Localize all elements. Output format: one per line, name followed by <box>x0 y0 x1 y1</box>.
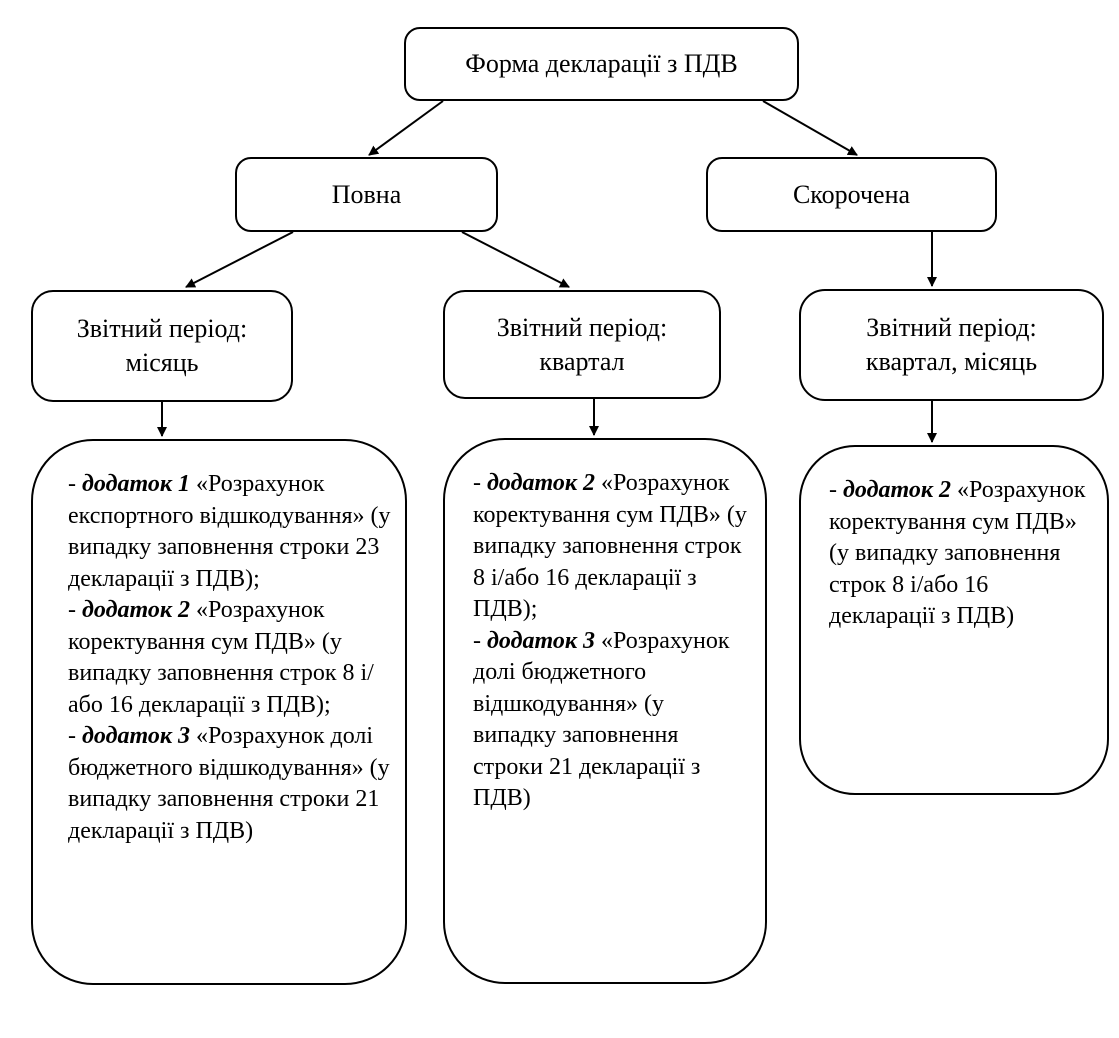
full-form-label: Повна <box>331 179 402 209</box>
period-month-line2: місяць <box>125 348 199 377</box>
appendix-title: додаток 2 <box>82 597 191 623</box>
period-quarter-month-line2: квартал, місяць <box>865 347 1038 376</box>
list-item: - додаток 2 «Розрахунок коректування сум… <box>829 477 1086 629</box>
list-item: - додаток 2 «Розрахунок коректування сум… <box>68 597 374 718</box>
list-item: - додаток 1 «Розрахунок експортного відш… <box>68 471 391 592</box>
appendix-list-quarter-month: - додаток 2 «Розрахунок коректування сум… <box>799 445 1109 795</box>
period-quarter-node: Звітний період: квартал <box>443 290 721 399</box>
period-quarter-month-line1: Звітний період: <box>866 313 1037 342</box>
period-quarter-month-node: Звітний період: квартал, місяць <box>799 289 1104 401</box>
short-form-node: Скорочена <box>706 157 997 232</box>
appendix-description: «Розрахунок коректування сум ПДВ» (у вип… <box>68 597 374 718</box>
appendix-title: додаток 3 <box>82 723 191 749</box>
period-quarter-line2: квартал <box>539 346 625 376</box>
list-item: - додаток 3 «Розрахунок долі бюджетного … <box>473 627 730 812</box>
short-form-label: Скорочена <box>792 179 911 209</box>
period-month-line1: Звітний період: <box>76 314 248 343</box>
arrow-full-to-quarter <box>461 231 570 288</box>
appendix-description: «Розрахунок долі бюджетного відшкодуванн… <box>68 723 390 844</box>
appendix-title: додаток 2 <box>843 477 952 503</box>
arrow-root-to-full <box>368 100 444 156</box>
appendix-title: додаток 2 <box>487 470 596 496</box>
vat-declaration-form-node: Форма декларації з ПДВ <box>404 27 799 101</box>
appendix-list-quarter: - додаток 2 «Розрахунок коректування сум… <box>443 438 767 984</box>
appendix-title: додаток 1 <box>82 471 191 497</box>
period-quarter-line1: Звітний період: <box>496 312 668 342</box>
vat-declaration-form-label: Форма декларації з ПДВ <box>465 49 738 78</box>
appendix-title: додаток 3 <box>487 627 596 654</box>
appendix-description: «Розрахунок коректування сум ПДВ» (у вип… <box>829 477 1086 629</box>
arrow-full-to-month <box>185 231 294 288</box>
arrow-root-to-short <box>762 100 858 156</box>
appendix-description: «Розрахунок коректування сум ПДВ» (у вип… <box>473 470 747 622</box>
appendix-description: «Розрахунок долі бюджетного відшкодуванн… <box>473 627 730 812</box>
list-item: - додаток 3 «Розрахунок долі бюджетного … <box>68 723 390 844</box>
full-form-node: Повна <box>235 157 498 232</box>
appendix-list-month: - додаток 1 «Розрахунок експортного відш… <box>31 439 407 985</box>
list-item: - додаток 2 «Розрахунок коректування сум… <box>473 470 747 622</box>
period-month-node: Звітний період: місяць <box>31 290 293 402</box>
appendix-description: «Розрахунок експортного відшкодування» (… <box>68 471 391 592</box>
